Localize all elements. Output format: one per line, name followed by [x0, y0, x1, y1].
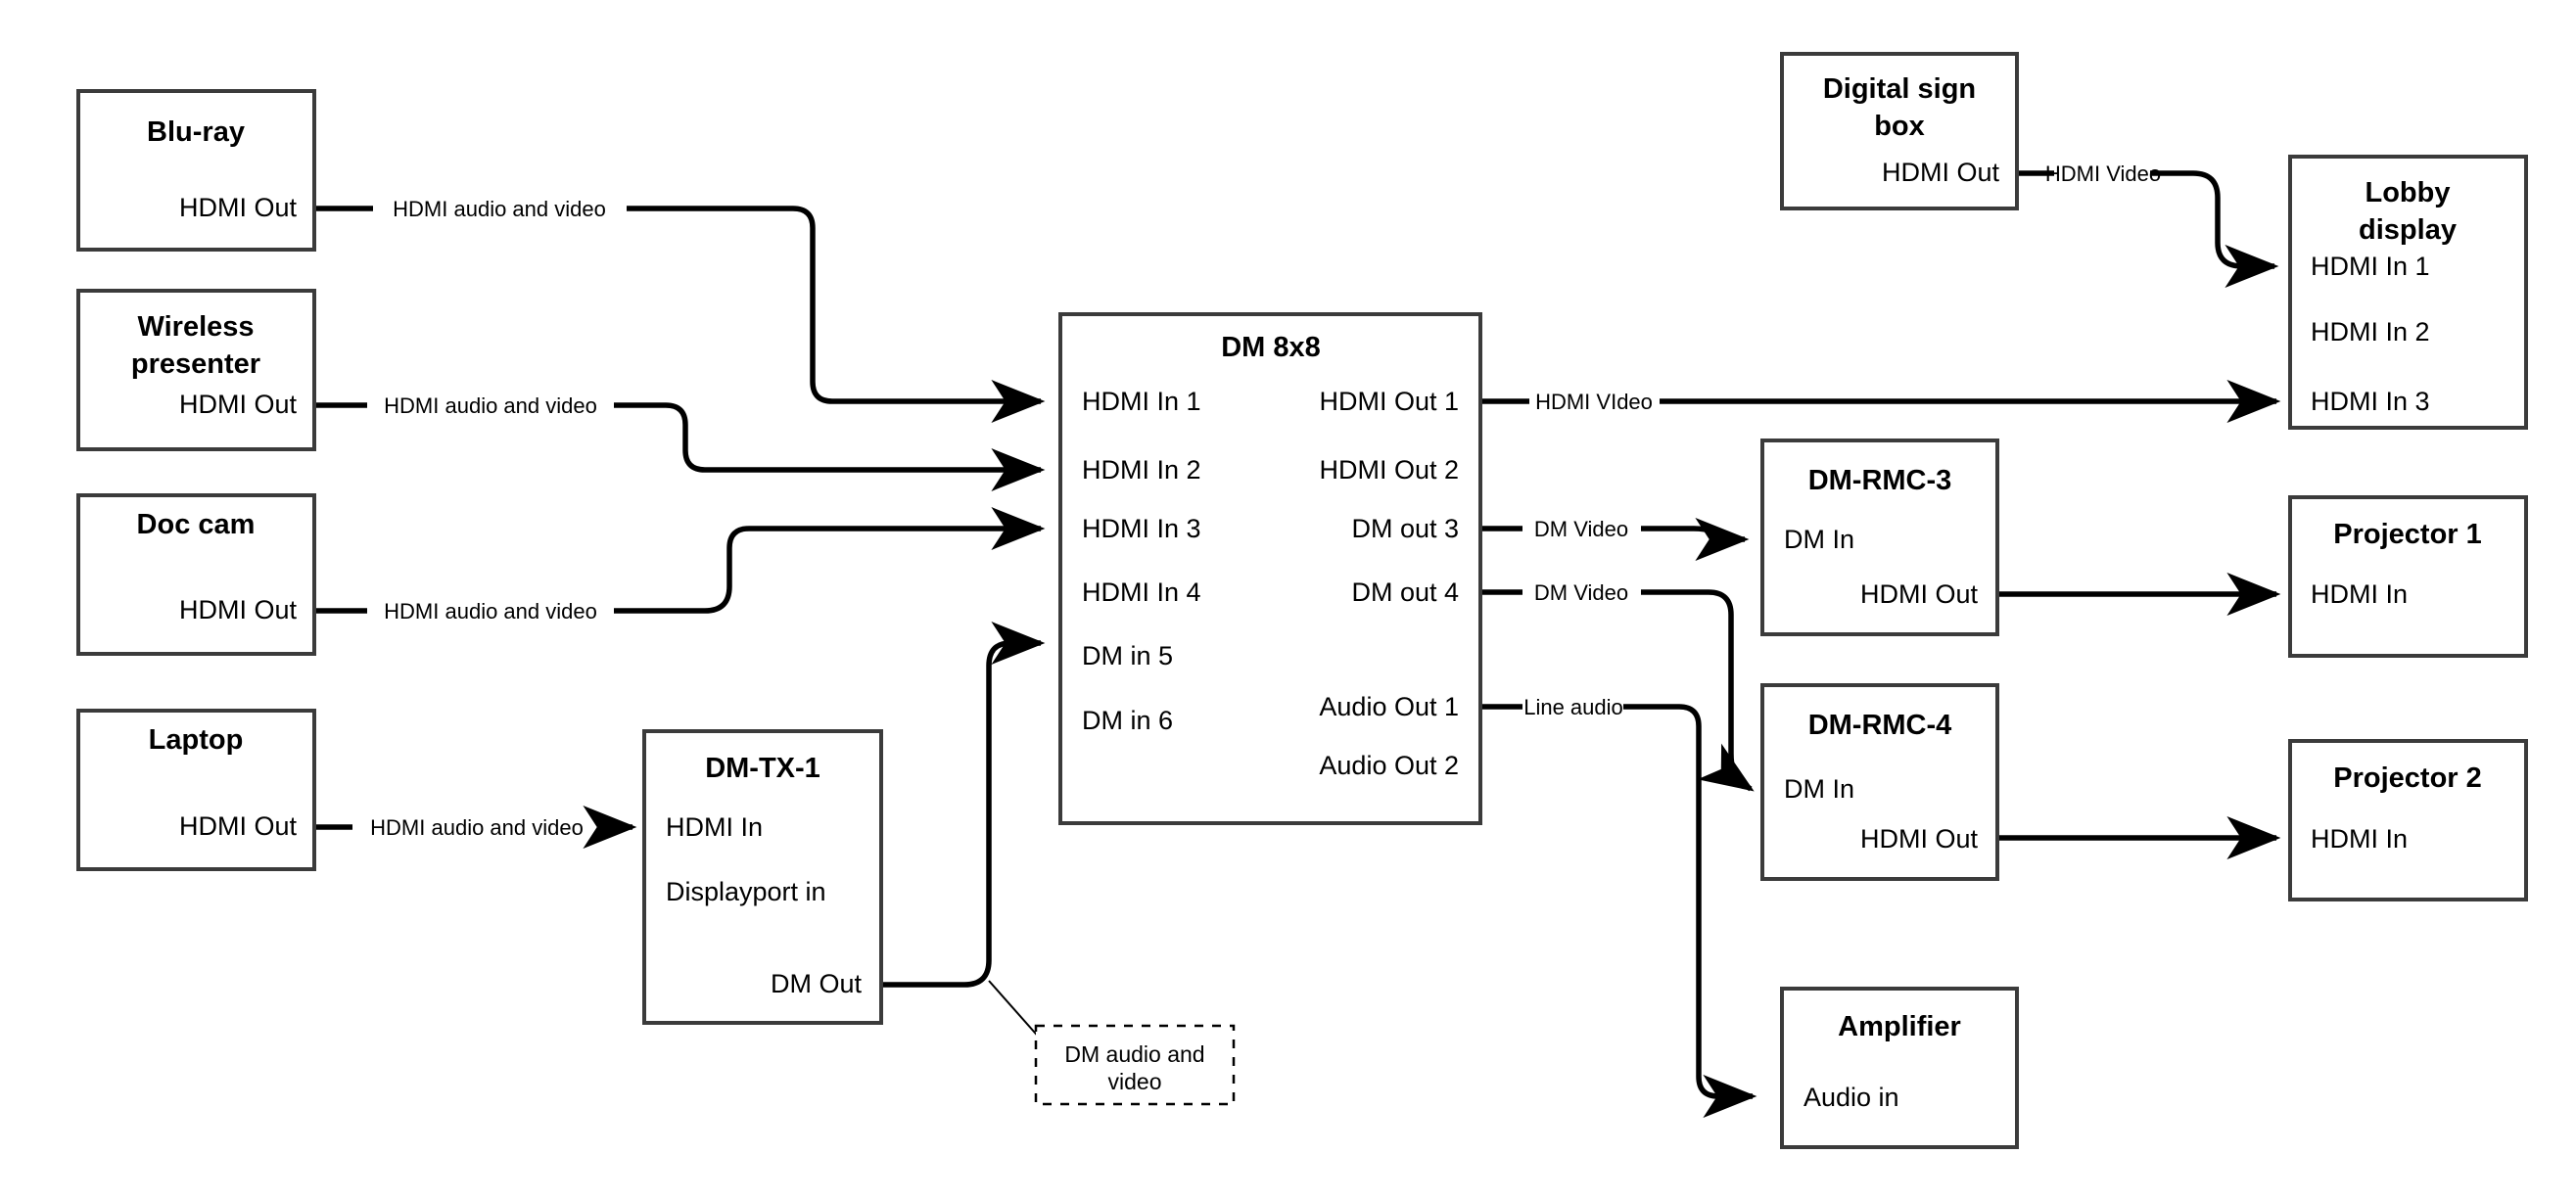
edge-label-sign-hdmi-video: HDMI Video [2045, 162, 2161, 186]
node-dm-tx-1[interactable]: DM-TX-1 HDMI In Displayport in DM Out [642, 729, 883, 1025]
lobby-display-box[interactable] [2288, 155, 2528, 430]
lobby-display-title-line2: display [2359, 214, 2457, 246]
edge-dm-out1-to-lobby-in3: HDMI VIdeo [1480, 380, 2281, 423]
edge-label-bluray: HDMI audio and video [393, 197, 606, 221]
edge-label-dm-video-4: DM Video [1534, 580, 1628, 605]
node-projector-1[interactable]: Projector 1 HDMI In [2288, 495, 2528, 658]
dm-8x8-title: DM 8x8 [1221, 332, 1321, 363]
dm-audio-video-note-line1: DM audio and [1064, 1041, 1204, 1067]
dm-rmc-3-title: DM-RMC-3 [1808, 465, 1952, 496]
dm-audio-video-note-box [1034, 1024, 1236, 1106]
edge-bluray-to-dm-hdmi-in-1: HDMI audio and video [314, 197, 1046, 423]
dm-hdmi-out-2-port: HDMI Out 2 [1319, 455, 1459, 485]
dm-out-3-port: DM out 3 [1351, 514, 1459, 543]
digital-sign-title-line1: Digital sign [1823, 73, 1976, 105]
rmc3-hdmi-out-port: HDMI Out [1860, 579, 1979, 609]
sign-hdmi-out-port: HDMI Out [1882, 158, 2000, 187]
dm-rmc-4-title: DM-RMC-4 [1808, 710, 1952, 741]
edge-dm-out3-to-rmc3: DM Video [1480, 517, 1750, 561]
lobby-hdmi-in-3-port: HDMI In 3 [2311, 387, 2430, 416]
rmc4-dm-in-port: DM In [1784, 774, 1854, 804]
note-dm-audio-and-video: DM audio and video [1034, 1024, 1236, 1106]
doc-cam-box[interactable] [76, 493, 316, 656]
amp-audio-in-port: Audio in [1803, 1083, 1899, 1112]
rmc3-dm-in-port: DM In [1784, 525, 1854, 554]
doccam-hdmi-out-port: HDMI Out [179, 595, 298, 624]
bluray-hdmi-out-port: HDMI Out [179, 193, 298, 222]
dm-rmc-3-box[interactable] [1760, 439, 1999, 636]
tx-hdmi-in-port: HDMI In [666, 812, 763, 842]
laptop-box[interactable] [76, 709, 316, 871]
edge-label-dm-hdmi-video: HDMI VIdeo [1535, 390, 1653, 414]
projector-1-box[interactable] [2288, 495, 2528, 658]
dm-tx-1-title: DM-TX-1 [705, 753, 820, 784]
wireless-presenter-box[interactable] [76, 289, 316, 451]
node-amplifier[interactable]: Amplifier Audio in [1780, 987, 2019, 1149]
wireless-hdmi-out-port: HDMI Out [179, 390, 298, 419]
node-wireless-presenter[interactable]: Wireless presenter HDMI Out [76, 289, 316, 451]
dm-in-6-port: DM in 6 [1082, 706, 1173, 735]
dm-8x8-box[interactable] [1058, 312, 1482, 825]
edge-doccam-to-dm-hdmi-in-3: HDMI audio and video [314, 507, 1046, 624]
edge-sign-to-lobby-in1: HDMI Video [2017, 162, 2279, 288]
node-dm-rmc-4[interactable]: DM-RMC-4 DM In HDMI Out [1760, 683, 1999, 881]
node-dm-8x8[interactable]: DM 8x8 HDMI In 1 HDMI In 2 HDMI In 3 HDM… [1058, 312, 1482, 825]
dm-in-5-port: DM in 5 [1082, 641, 1173, 670]
amplifier-box[interactable] [1780, 987, 2019, 1149]
lobby-hdmi-in-2-port: HDMI In 2 [2311, 317, 2430, 346]
edge-dm-audio1-to-amp: Line audio [1480, 695, 1757, 1118]
node-laptop[interactable]: Laptop HDMI Out [76, 709, 316, 871]
node-lobby-display[interactable]: Lobby display HDMI In 1 HDMI In 2 HDMI I… [2288, 155, 2528, 430]
dm-hdmi-in-2-port: HDMI In 2 [1082, 455, 1201, 485]
node-dm-rmc-3[interactable]: DM-RMC-3 DM In HDMI Out [1760, 439, 1999, 636]
dm-hdmi-in-3-port: HDMI In 3 [1082, 514, 1201, 543]
dm-out-4-port: DM out 4 [1351, 577, 1459, 607]
edge-label-doccam: HDMI audio and video [384, 599, 597, 624]
proj2-hdmi-in-port: HDMI In [2311, 824, 2408, 854]
laptop-title: Laptop [149, 724, 244, 756]
edge-tx-to-dm-in-5 [881, 622, 1046, 1041]
lobby-hdmi-in-1-port: HDMI In 1 [2311, 252, 2430, 281]
dm-audio-out-1-port: Audio Out 1 [1319, 692, 1459, 721]
doc-cam-title: Doc cam [137, 509, 256, 540]
edge-label-dm-video-3: DM Video [1534, 517, 1628, 541]
edge-label-line-audio: Line audio [1523, 695, 1623, 719]
edge-label-wireless: HDMI audio and video [384, 393, 597, 418]
dm-hdmi-in-4-port: HDMI In 4 [1082, 577, 1201, 607]
node-doc-cam[interactable]: Doc cam HDMI Out [76, 493, 316, 656]
wireless-presenter-title-line2: presenter [131, 348, 260, 380]
edge-laptop-to-tx-hdmi-in: HDMI audio and video [314, 806, 637, 849]
projector-2-title: Projector 2 [2333, 762, 2482, 794]
dm-hdmi-in-1-port: HDMI In 1 [1082, 387, 1201, 416]
wireless-presenter-title-line1: Wireless [137, 311, 254, 343]
dm-audio-video-note-line2: video [1108, 1069, 1162, 1094]
digital-sign-box-box[interactable] [1780, 52, 2019, 210]
bluray-title: Blu-ray [147, 116, 245, 148]
dm-rmc-4-box[interactable] [1760, 683, 1999, 881]
lobby-display-title-line1: Lobby [2365, 177, 2451, 208]
edge-layer: HDMI audio and video HDMI audio and vide… [314, 162, 2281, 1118]
edge-dm-out4-to-rmc4: DM Video [1480, 580, 1755, 792]
bluray-box[interactable] [76, 89, 316, 252]
node-bluray[interactable]: Blu-ray HDMI Out [76, 89, 316, 252]
node-digital-sign-box[interactable]: Digital sign box HDMI Out [1780, 52, 2019, 210]
dm-tx-1-box[interactable] [642, 729, 883, 1025]
edge-label-laptop: HDMI audio and video [370, 815, 584, 840]
amplifier-title: Amplifier [1838, 1011, 1961, 1042]
dm-audio-out-2-port: Audio Out 2 [1319, 751, 1459, 780]
projector-2-box[interactable] [2288, 739, 2528, 901]
projector-1-title: Projector 1 [2333, 519, 2482, 550]
dm-hdmi-out-1-port: HDMI Out 1 [1319, 387, 1459, 416]
proj1-hdmi-in-port: HDMI In [2311, 579, 2408, 609]
node-projector-2[interactable]: Projector 2 HDMI In [2288, 739, 2528, 901]
rmc4-hdmi-out-port: HDMI Out [1860, 824, 1979, 854]
edge-wireless-to-dm-hdmi-in-2: HDMI audio and video [314, 393, 1046, 491]
digital-sign-title-line2: box [1874, 111, 1925, 142]
tx-dm-out-port: DM Out [771, 969, 863, 998]
laptop-hdmi-out-port: HDMI Out [179, 811, 298, 841]
tx-displayport-in-port: Displayport in [666, 877, 826, 906]
